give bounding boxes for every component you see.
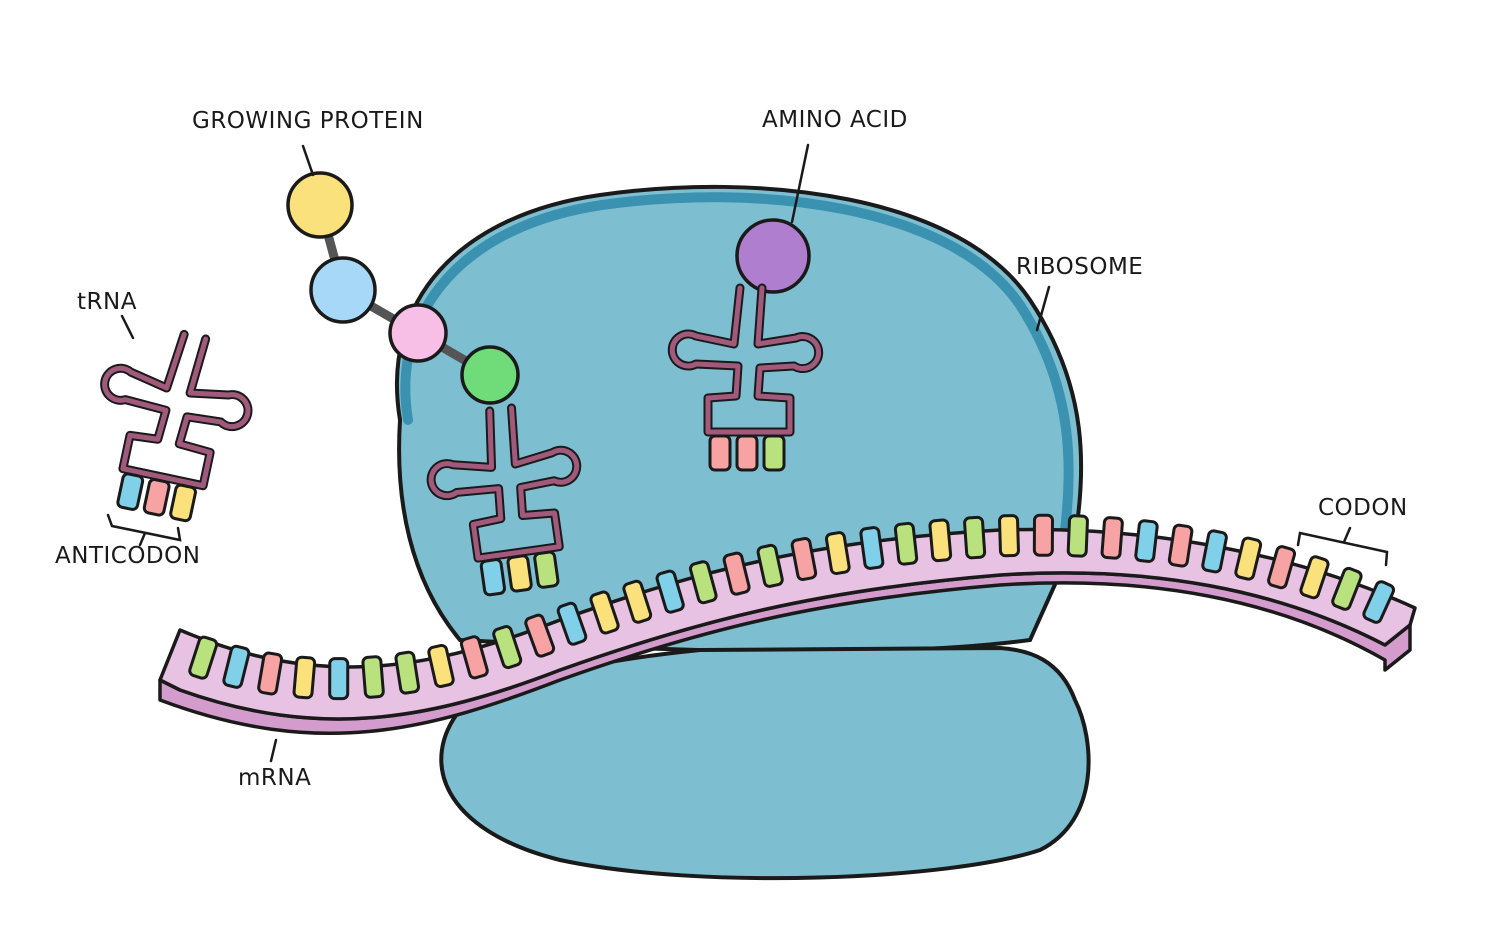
anticodon-middle: [479, 550, 560, 597]
trna-free: [80, 320, 261, 523]
protein-bead-green: [460, 345, 520, 405]
mrna-base-green: [1331, 566, 1363, 611]
mrna-base-blue: [328, 657, 350, 701]
bracket-codon: [1296, 526, 1389, 567]
protein-bead-blue: [309, 256, 377, 324]
label-ribosome: RIBOSOME: [1016, 254, 1143, 280]
leader-mrna: [269, 738, 278, 763]
mrna-base-blue: [859, 526, 885, 570]
mrna-base-blue: [1201, 529, 1228, 574]
mrna-base-yellow: [998, 514, 1020, 558]
anticodon-base-green: [533, 550, 560, 589]
anticodon-base-yellow: [169, 483, 197, 523]
trna-a-site: [672, 288, 818, 472]
mrna-base-green: [361, 655, 385, 699]
leader-trna: [120, 314, 135, 340]
mrna-base-pink: [524, 613, 556, 658]
protein-bead-pink: [388, 303, 448, 363]
mrna-base-yellow: [589, 590, 620, 635]
mrna-base-blue: [1134, 519, 1159, 563]
mrna-bases: [188, 513, 1396, 701]
anticodon-base-pink: [708, 434, 732, 472]
mrna-base-pink: [1267, 545, 1297, 590]
bracket-anticodon: [106, 513, 182, 547]
mrna-base-pink: [722, 551, 751, 596]
ribosome-small-subunit: [439, 645, 1091, 881]
mrna-base-yellow: [1234, 536, 1263, 581]
mrna-base-pink: [1100, 516, 1124, 560]
mrna-strand: [158, 513, 1417, 736]
mrna-base-green: [188, 635, 219, 680]
leader-growing-protein: [301, 144, 315, 177]
label-amino-acid: AMINO ACID: [762, 107, 908, 133]
leader-ribosome: [1035, 285, 1051, 332]
anticodon-base-pink: [735, 434, 759, 472]
mrna-base-pink: [459, 635, 489, 680]
ribosome-rim: [400, 192, 1074, 545]
mrna-base-yellow: [427, 643, 455, 688]
anticodon-base-pink: [142, 478, 171, 517]
amino-acid-bead: [735, 218, 811, 294]
mrna-base-yellow: [292, 655, 317, 700]
mrna-base-yellow: [622, 579, 653, 624]
mrna-base-yellow: [824, 531, 851, 576]
mrna-base-blue: [222, 644, 251, 689]
protein-bead-yellow: [286, 171, 354, 239]
label-codon: CODON: [1318, 495, 1408, 521]
mrna-base-pink: [1032, 513, 1054, 557]
leader-amino-acid: [790, 143, 810, 224]
mrna-base-blue: [556, 601, 588, 646]
mrna-base-green: [1066, 514, 1089, 558]
peptide-bonds: [315, 200, 495, 380]
label-growing-protein: GROWING PROTEIN: [192, 108, 424, 134]
mrna-base-yellow: [928, 518, 953, 563]
anticodon-right: [708, 434, 786, 472]
label-anticodon: ANTICODON: [55, 543, 200, 569]
trna-p-site: [423, 400, 593, 597]
growing-protein-chain: [286, 171, 520, 405]
label-mrna: mRNA: [238, 765, 311, 791]
mrna-base-green: [688, 560, 718, 605]
mrna-base-pink: [790, 537, 818, 581]
mrna-base-yellow: [1299, 555, 1330, 600]
mrna-base-blue: [655, 569, 685, 614]
mrna-base-green: [893, 521, 919, 566]
mrna-base-pink: [257, 651, 284, 696]
anticodon-base-blue: [479, 558, 506, 597]
label-trna: tRNA: [77, 289, 137, 315]
mrna-base-green: [394, 650, 421, 695]
mrna-base-blue: [1362, 580, 1396, 624]
mrna-base-green: [492, 625, 523, 670]
mrna-base-green: [963, 515, 987, 560]
anticodon-left: [116, 472, 197, 523]
mrna-base-pink: [1167, 523, 1194, 568]
anticodon-base-yellow: [506, 554, 533, 593]
anticodon-base-green: [762, 434, 786, 472]
mrna-base-green: [756, 543, 784, 588]
anticodon-base-blue: [116, 472, 145, 511]
